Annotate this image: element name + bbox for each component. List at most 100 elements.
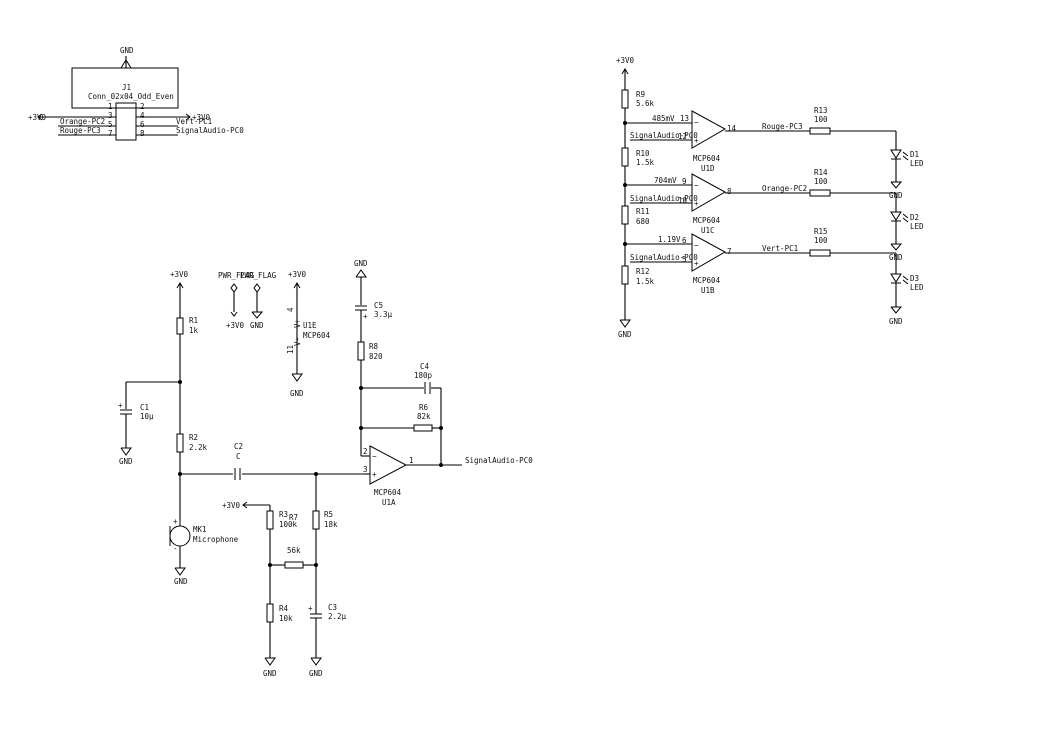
resistor-r8[interactable]: R8 820 — [357, 341, 383, 361]
resistor-r6[interactable]: R6 82k — [413, 403, 433, 432]
svg-text:5: 5 — [682, 255, 687, 264]
rouge-label-j1: Rouge-PC3 — [60, 126, 101, 135]
svg-text:2: 2 — [140, 102, 145, 111]
svg-text:GND: GND — [290, 389, 304, 398]
resistor-r12[interactable]: R12 1.5k — [621, 265, 655, 286]
svg-text:100k: 100k — [279, 520, 298, 529]
svg-text:−: − — [694, 181, 699, 190]
svg-text:+: + — [694, 136, 699, 145]
svg-text:5: 5 — [108, 120, 113, 129]
svg-text:R1: R1 — [189, 316, 198, 325]
connector-j1[interactable]: GND J1 Conn_02x04_Odd_Even 1 3 5 7 2 4 6… — [28, 46, 244, 141]
svg-text:U1D: U1D — [701, 164, 715, 173]
mic-bias-network: +3V0 R1 1k + C1 10µ GND R2 2.2k — [118, 270, 239, 586]
svg-text:GND: GND — [119, 457, 133, 466]
svg-text:7: 7 — [727, 247, 732, 256]
opamp-u1c[interactable]: − + 9 10 8 SignalAudio-PC0 MCP604 U1C — [630, 173, 732, 235]
svg-text:9: 9 — [682, 177, 687, 186]
svg-text:100: 100 — [814, 236, 828, 245]
resistor-r10[interactable]: R10 1.5k — [621, 147, 655, 167]
vert-label-out: Vert-PC1 — [762, 244, 798, 253]
svg-text:1: 1 — [108, 102, 113, 111]
resistor-r5[interactable]: R5 18k — [312, 510, 338, 530]
opamp-u1d[interactable]: − + 13 12 14 SignalAudio-PC0 MCP604 U1D — [630, 110, 737, 173]
svg-text:R5: R5 — [324, 510, 333, 519]
svg-text:8: 8 — [140, 129, 145, 138]
orange-label-j1: Orange-PC2 — [60, 117, 105, 126]
power-flags: PWR_FLAG PWR_FLAG +3V0 GND — [218, 271, 277, 330]
svg-text:+: + — [363, 312, 368, 321]
j1-value: Conn_02x04_Odd_Even — [88, 92, 174, 101]
svg-text:1k: 1k — [189, 326, 199, 335]
svg-text:GND: GND — [309, 669, 323, 678]
svg-text:R4: R4 — [279, 604, 289, 613]
svg-text:R14: R14 — [814, 168, 828, 177]
svg-text:R13: R13 — [814, 106, 828, 115]
capacitor-c4[interactable]: C4 180p — [414, 362, 433, 394]
opamp-u1b[interactable]: − + 6 5 7 SignalAudio-PC0 MCP604 U1B — [630, 233, 732, 295]
svg-text:LED: LED — [910, 159, 924, 168]
svg-text:13: 13 — [680, 114, 689, 123]
svg-text:C2: C2 — [234, 442, 243, 451]
signal-label-u1c: SignalAudio-PC0 — [630, 194, 698, 203]
svg-text:LED: LED — [910, 283, 924, 292]
svg-text:C3: C3 — [328, 603, 337, 612]
svg-text:6: 6 — [682, 236, 687, 245]
svg-text:7: 7 — [108, 129, 113, 138]
resistor-r15[interactable]: R15 100 — [809, 227, 831, 257]
svg-text:11: 11 — [286, 345, 295, 354]
signal-label-u1d: SignalAudio-PC0 — [630, 131, 698, 140]
signal-label-u1b: SignalAudio-PC0 — [630, 253, 698, 262]
capacitor-c2[interactable]: C2 C — [234, 442, 243, 480]
svg-text:+: + — [118, 401, 123, 410]
svg-text:LED: LED — [910, 222, 924, 231]
resistor-r1[interactable]: R1 1k — [176, 316, 199, 335]
svg-text:V-: V- — [293, 337, 302, 346]
svg-text:820: 820 — [369, 352, 383, 361]
resistor-r4[interactable]: R4 10k — [266, 603, 293, 623]
svg-text:3: 3 — [108, 111, 113, 120]
voltage-704mv: 704mV — [654, 176, 677, 185]
svg-text:C5: C5 — [374, 301, 383, 310]
rouge-label-out: Rouge-PC3 — [762, 122, 803, 131]
svg-text:3.3µ: 3.3µ — [374, 310, 393, 319]
svg-text:4: 4 — [286, 307, 295, 312]
svg-text:D3: D3 — [910, 274, 919, 283]
resistor-r9[interactable]: R9 5.6k — [621, 89, 655, 109]
pwr-flag-2: PWR_FLAG — [240, 271, 277, 280]
led-vu-meter: +3V0 R9 5.6k 485mV R10 1.5k 704mV R11 68… — [616, 56, 924, 339]
svg-text:−: − — [372, 452, 377, 461]
svg-text:6: 6 — [140, 120, 145, 129]
svg-text:680: 680 — [636, 217, 650, 226]
svg-text:1: 1 — [409, 456, 414, 465]
gnd-label: GND — [120, 46, 134, 55]
microphone-mk1[interactable]: + - MK1 Microphone — [169, 517, 239, 553]
svg-text:R7: R7 — [289, 513, 298, 522]
svg-text:GND: GND — [889, 317, 903, 326]
resistor-r14[interactable]: R14 100 — [809, 168, 831, 197]
capacitor-c1[interactable]: + C1 10µ — [118, 401, 154, 421]
svg-text:100: 100 — [814, 177, 828, 186]
svg-text:2.2k: 2.2k — [189, 443, 208, 452]
orange-label-out: Orange-PC2 — [762, 184, 807, 193]
opamp-u1a[interactable]: GND + C5 3.3µ R8 820 C4 180p — [354, 259, 533, 507]
svg-text:+3V0: +3V0 — [222, 501, 241, 510]
svg-text:GND: GND — [618, 330, 632, 339]
resistor-r2[interactable]: R2 2.2k — [176, 433, 208, 453]
svg-text:GND: GND — [263, 669, 277, 678]
voltage-1-19v: 1.19V — [658, 235, 681, 244]
svg-text:GND: GND — [174, 577, 188, 586]
signal-label-j1: SignalAudio-PC0 — [176, 126, 244, 135]
svg-text:1.5k: 1.5k — [636, 158, 655, 167]
resistor-r11[interactable]: R11 680 — [621, 205, 650, 226]
opamp-u1e[interactable]: +3V0 4 V+ V- 11 U1E MCP604 GND — [286, 270, 331, 398]
svg-text:MCP604: MCP604 — [693, 154, 721, 163]
led-d3[interactable]: D3 LED — [890, 273, 924, 292]
svg-text:180p: 180p — [414, 371, 433, 380]
resistor-r13[interactable]: R13 100 — [809, 106, 831, 135]
pwr-flag-1: PWR_FLAG — [218, 271, 255, 280]
svg-text:−: − — [694, 241, 699, 250]
svg-text:MCP604: MCP604 — [693, 216, 721, 225]
capacitor-c3[interactable]: + C3 2.2µ — [308, 603, 347, 621]
